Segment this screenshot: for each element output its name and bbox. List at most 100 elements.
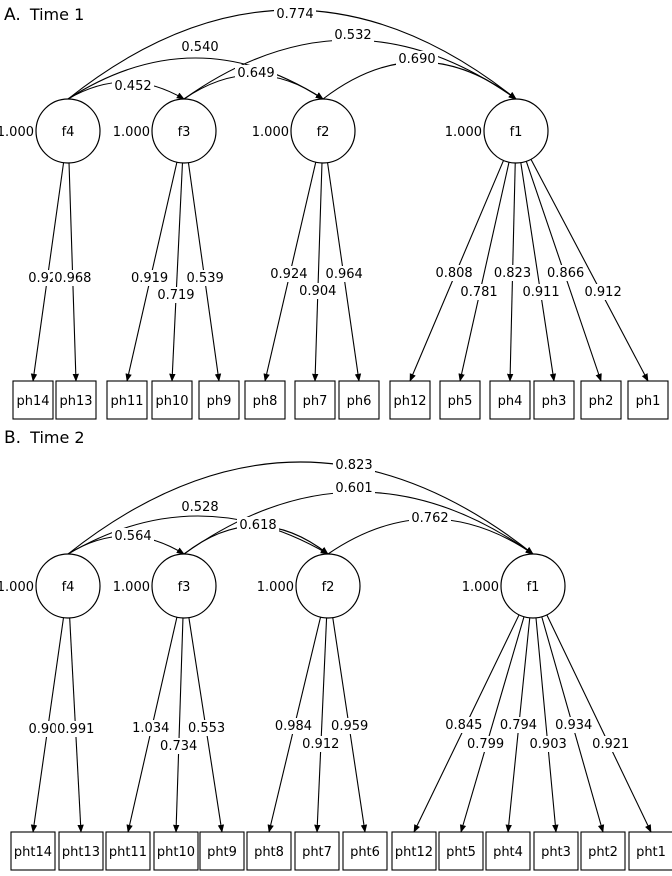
indicator-box-pht13 [58, 831, 104, 871]
indicator-box-ph3 [533, 380, 575, 420]
loading-label-bg-f2-pht8 [273, 718, 314, 734]
loading-label-f2-ph6: 0.964 [326, 267, 363, 282]
loading-label-f2-ph8: 0.924 [270, 267, 307, 282]
indicator-label-ph5: ph5 [448, 394, 473, 409]
panel-title-a: A. Time 1 [4, 5, 84, 25]
loading-label-bg-f1-pht1 [590, 736, 631, 752]
indicator-label-pht10: pht10 [157, 845, 195, 860]
loading-arrow-f1-ph5 [458, 162, 510, 382]
indicator-box-pht7 [294, 831, 340, 871]
correlation-label-bg-f4-f1 [274, 6, 316, 22]
loading-label-bg-f2-pht6 [329, 718, 370, 734]
latent-circle-f3 [151, 553, 217, 619]
correlation-label-bg-f3-f2 [235, 65, 277, 81]
loading-label-f1-ph12: 0.808 [435, 266, 472, 281]
loading-label-bg-f1-pht4 [498, 717, 539, 733]
correlation-label-f4-f2: 0.528 [181, 500, 218, 515]
indicator-label-pht1: pht1 [636, 845, 666, 860]
loading-label-bg-f3-pht9 [186, 720, 227, 736]
loading-label-bg-f1-pht3 [528, 736, 569, 752]
latent-circle-f3 [151, 98, 217, 164]
indicator-label-ph6: ph6 [347, 394, 372, 409]
correlation-label-bg-f4-f1 [333, 457, 375, 473]
loading-label-f2-pht6: 0.959 [331, 719, 368, 734]
loading-label-bg-f2-ph7 [297, 283, 338, 299]
loading-label-bg-f2-ph6 [324, 266, 365, 282]
loading-label-bg-f1-ph2 [545, 265, 586, 281]
panel-label-b: Time 2 [29, 428, 84, 447]
indicator-label-ph9: ph9 [207, 394, 232, 409]
correlation-arc-f4-f2 [60, 515, 329, 561]
latent-label-f2: f2 [317, 125, 330, 140]
loading-label-f2-pht7: 0.912 [302, 737, 339, 752]
panel-letter-b: B. [4, 428, 21, 448]
latent-label-f1: f1 [527, 580, 540, 595]
loading-label-f1-pht3: 0.903 [530, 737, 567, 752]
correlation-arc-f4-f1 [60, 461, 534, 561]
indicator-box-ph2 [580, 380, 622, 420]
loading-arrow-f1-ph3 [520, 162, 557, 382]
latent-variance-f4: 1.000 [0, 580, 34, 595]
loading-arrow-f3-ph10 [169, 162, 184, 382]
latent-circle-f2 [295, 553, 361, 619]
indicator-box-ph10 [151, 380, 193, 420]
correlation-label-f2-f1: 0.690 [398, 52, 435, 67]
indicator-label-ph4: ph4 [498, 394, 523, 409]
indicator-box-pht12 [391, 831, 437, 871]
latent-label-f3: f3 [178, 125, 191, 140]
panel-title-b: B. Time 2 [4, 428, 85, 448]
loading-label-f3-pht9: 0.553 [188, 721, 225, 736]
loading-label-f1-ph4: 0.823 [494, 266, 531, 281]
indicator-box-ph5 [439, 380, 481, 420]
indicator-box-pht1 [628, 831, 672, 871]
loading-label-bg-f4-pht13 [55, 721, 96, 737]
loading-label-f1-pht2: 0.934 [555, 718, 592, 733]
loading-label-bg-f1-ph12 [434, 265, 475, 281]
loading-label-bg-f3-ph11 [129, 270, 170, 286]
indicator-label-pht14: pht14 [14, 845, 52, 860]
latent-circle-f1 [483, 98, 549, 164]
correlation-label-bg-f2-f1 [396, 51, 438, 67]
indicator-label-ph2: ph2 [589, 394, 614, 409]
loading-label-f3-pht11: 1.034 [132, 721, 169, 736]
latent-circle-f4 [35, 98, 101, 164]
loading-arrow-f2-pht7 [314, 617, 328, 833]
loading-label-bg-f1-ph3 [521, 284, 562, 300]
correlation-label-f3-f1: 0.532 [334, 28, 371, 43]
indicator-label-ph11: ph11 [110, 394, 143, 409]
correlation-label-bg-f3-f2 [237, 517, 279, 533]
loading-label-bg-f2-ph8 [268, 266, 309, 282]
loading-label-f3-ph10: 0.719 [157, 288, 194, 303]
loading-label-bg-f4-ph13 [52, 270, 93, 286]
indicator-label-pht12: pht12 [395, 845, 433, 860]
correlation-label-f2-f1: 0.762 [411, 511, 448, 526]
correlation-label-bg-f4-f2 [179, 499, 221, 515]
correlation-label-f3-f1: 0.601 [335, 481, 372, 496]
indicator-box-ph14 [12, 380, 54, 420]
indicator-label-ph1: ph1 [636, 394, 661, 409]
indicator-label-ph13: ph13 [59, 394, 92, 409]
indicator-label-pht11: pht11 [109, 845, 147, 860]
indicator-label-pht9: pht9 [207, 845, 237, 860]
loading-label-bg-f1-ph1 [583, 284, 624, 300]
indicator-box-ph11 [106, 380, 148, 420]
loading-label-f3-ph9: 0.539 [187, 271, 224, 286]
loading-label-f1-ph5: 0.781 [460, 285, 497, 300]
latent-variance-f2: 1.000 [257, 580, 294, 595]
loading-label-f4-pht13: 0.991 [57, 722, 94, 737]
latent-circle-f1 [500, 553, 566, 619]
indicator-label-ph10: ph10 [155, 394, 188, 409]
indicator-box-pht5 [438, 831, 484, 871]
loading-label-bg-f3-ph10 [155, 287, 196, 303]
loading-arrow-f1-ph1 [530, 159, 649, 382]
indicator-box-ph4 [489, 380, 531, 420]
indicator-label-ph14: ph14 [16, 394, 49, 409]
loading-arrow-f1-pht5 [459, 616, 525, 833]
loading-label-f2-pht8: 0.984 [275, 719, 312, 734]
latent-circle-f2 [290, 98, 356, 164]
